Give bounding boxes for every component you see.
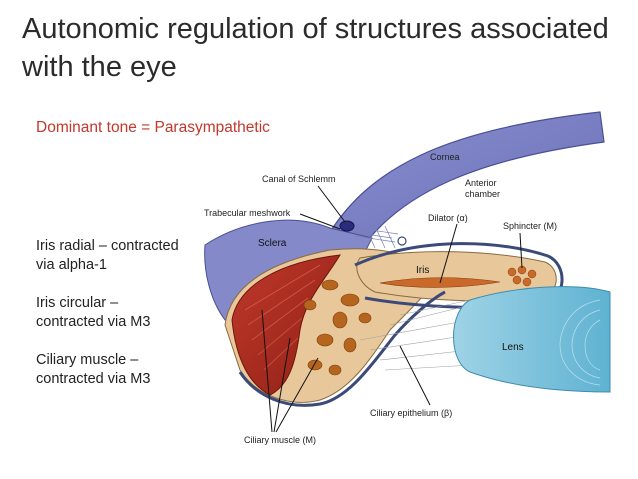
notes-list: Iris radial – contracted via alpha-1 Iri…: [36, 237, 206, 408]
note-line: via alpha-1: [36, 257, 107, 273]
label-anterior: Anterior: [465, 178, 497, 188]
slide-title: Autonomic regulation of structures assoc…: [22, 13, 609, 83]
label-canal-of-schlemm: Canal of Schlemm: [262, 174, 336, 184]
canal-of-schlemm-shape: [339, 220, 355, 232]
note-iris-radial: Iris radial – contracted via alpha-1: [36, 237, 206, 275]
note-line: Ciliary muscle –: [36, 352, 139, 368]
label-chamber: chamber: [465, 189, 500, 199]
note-line: contracted via M3: [36, 314, 151, 330]
iris-epithelium-line: [354, 242, 564, 309]
note-iris-circular: Iris circular – contracted via M3: [36, 294, 206, 332]
lens-rings: [559, 299, 601, 386]
label-trabecular-meshwork: Trabecular meshwork: [204, 208, 291, 218]
muscle-fibers: [244, 264, 321, 371]
stroma-blobs: [303, 279, 372, 376]
dominant-tone-subtitle: Dominant tone = Parasympathetic: [36, 119, 270, 136]
note-ciliary-muscle: Ciliary muscle – contracted via M3: [36, 351, 206, 389]
trabecular-meshwork-shape: [351, 225, 399, 249]
ciliary-muscle-shape: [231, 254, 341, 396]
lens-shape: [453, 286, 611, 393]
label-ciliary-muscle: Ciliary muscle (M): [244, 435, 316, 445]
note-line: contracted via M3: [36, 371, 151, 387]
label-cornea: Cornea: [430, 152, 460, 162]
label-sphincter: Sphincter (M): [503, 221, 557, 231]
label-lens: Lens: [502, 342, 524, 353]
label-ciliary-epithelium: Ciliary epithelium (β): [370, 408, 452, 418]
label-dilator: Dilator (α): [428, 213, 468, 223]
label-iris: Iris: [416, 265, 429, 276]
note-line: Iris radial – contracted: [36, 238, 179, 254]
angle-marker: [397, 236, 407, 246]
leader-lines: [261, 185, 523, 433]
label-sclera: Sclera: [258, 238, 287, 249]
cornea-shape: [329, 111, 605, 241]
ciliary-epithelium-line: [238, 290, 446, 407]
sphincter-muscle: [507, 265, 537, 287]
note-line: Iris circular –: [36, 295, 119, 311]
